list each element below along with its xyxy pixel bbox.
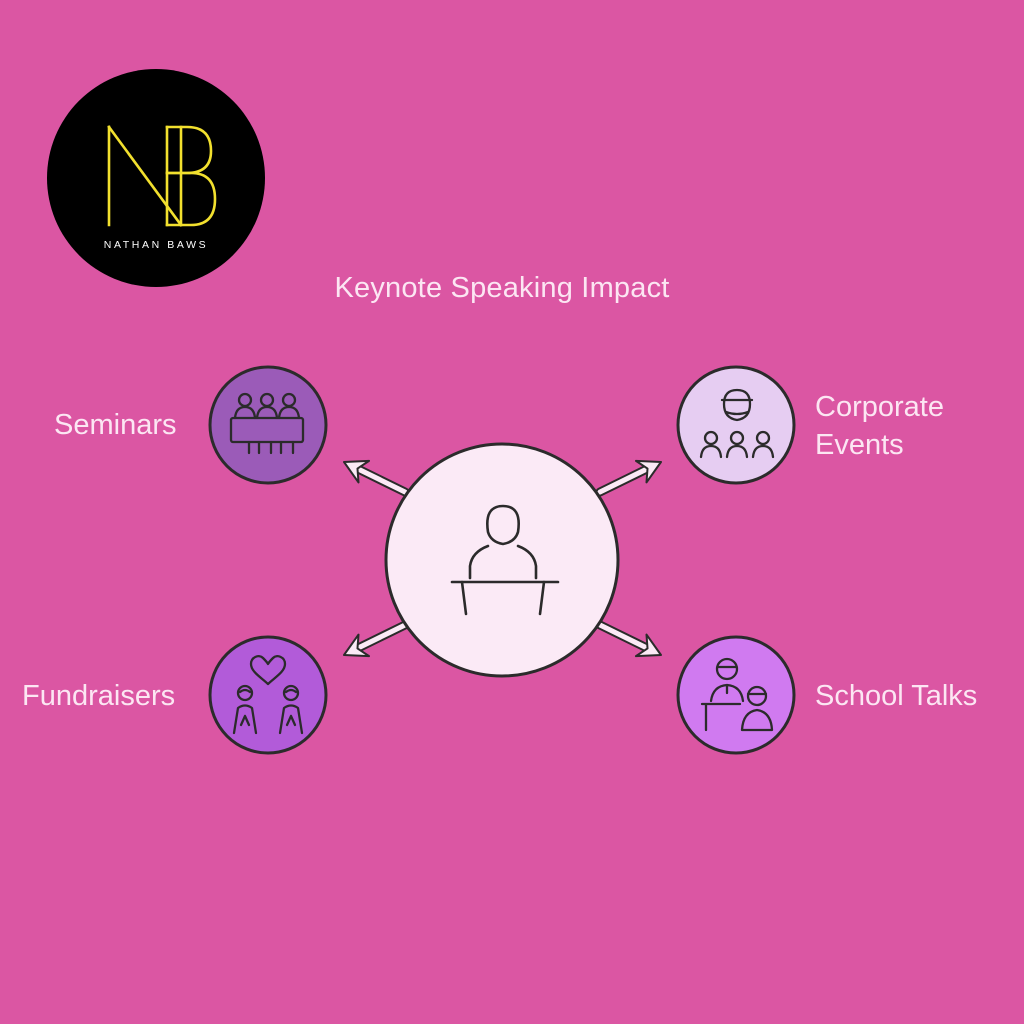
label-corporate-events: Corporate Events xyxy=(815,391,944,461)
corporate-node xyxy=(676,365,796,485)
seminars-node xyxy=(208,365,328,485)
brand-logo: NATHAN BAWS xyxy=(47,69,265,287)
center-node xyxy=(384,442,620,678)
corporate-audience-icon xyxy=(699,388,775,459)
speaker-at-podium-icon xyxy=(450,504,560,616)
school-node xyxy=(676,635,796,755)
brand-name: NATHAN BAWS xyxy=(103,239,209,251)
arrow-to-fundraisers xyxy=(337,620,410,667)
teacher-student-icon xyxy=(700,657,774,732)
fundraisers-node xyxy=(208,635,328,755)
seminar-group-icon xyxy=(229,392,305,455)
arrow-to-school xyxy=(595,620,668,667)
label-fundraisers: Fundraisers xyxy=(22,680,176,712)
diagram-title: Keynote Speaking Impact xyxy=(334,272,670,304)
nb-monogram-icon xyxy=(107,125,217,227)
label-seminars: Seminars xyxy=(54,409,177,441)
heart-people-icon xyxy=(232,655,304,735)
arrow-to-seminars xyxy=(337,450,410,497)
label-school-talks: School Talks xyxy=(815,680,978,712)
arrow-to-corporate xyxy=(595,450,668,497)
